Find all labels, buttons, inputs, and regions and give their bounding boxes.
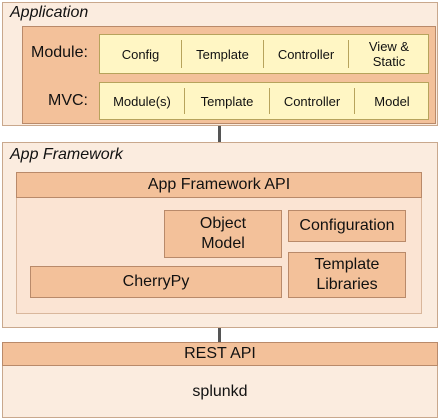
module-controller-cell: Controller [277, 46, 335, 62]
module-row: Config Template Controller View & Static [99, 34, 429, 74]
framework-title: App Framework [10, 146, 123, 163]
mvc-template-cell: Template [200, 93, 254, 109]
mvc-model-cell: Model [374, 93, 410, 109]
framework-api-bar: App Framework API [16, 172, 422, 198]
mvc-separator-2 [269, 88, 270, 114]
object-model-box: Object Model [164, 210, 282, 258]
module-separator-1 [181, 40, 182, 68]
template-libraries-box: Template Libraries [288, 252, 406, 298]
connector-app-to-framework [218, 126, 221, 142]
rest-api-bar: REST API [2, 342, 438, 366]
splunkd-label: splunkd [192, 383, 248, 400]
configuration-box: Configuration [288, 210, 406, 242]
module-row-label: Module: [31, 44, 88, 61]
splunkd-panel [2, 366, 438, 418]
module-config-cell: Config [121, 46, 160, 62]
module-separator-3 [348, 40, 349, 68]
module-template-cell: Template [196, 46, 249, 62]
module-view-static-cell: View & Static [368, 39, 410, 69]
mvc-row: Module(s) Template Controller Model [99, 82, 429, 120]
connector-framework-to-rest [218, 328, 221, 342]
module-separator-2 [263, 40, 264, 68]
mvc-separator-3 [354, 88, 355, 114]
mvc-separator-1 [184, 88, 185, 114]
mvc-controller-cell: Controller [283, 93, 341, 109]
mvc-row-label: MVC: [48, 92, 88, 109]
application-title: Application [10, 4, 89, 21]
mvc-modules-cell: Module(s) [113, 93, 171, 109]
cherrypy-box: CherryPy [30, 266, 282, 298]
